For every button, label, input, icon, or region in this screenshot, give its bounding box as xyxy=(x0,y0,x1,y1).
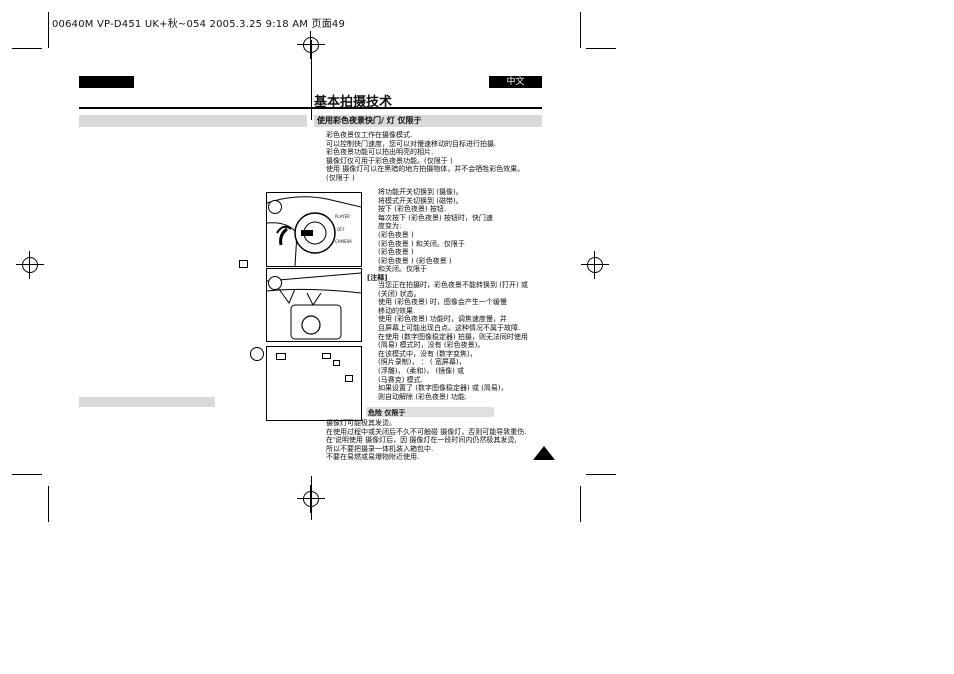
button-illustration xyxy=(266,268,362,342)
step-line: 将模式开关切换到 (磁带)。 xyxy=(378,196,463,205)
note-line: 在使用 (数字图像稳定器) 拍摄，则无法同时使用 xyxy=(378,332,528,341)
danger-text: 摄像灯可能极其发烫。 在使用过程中或关闭后不久不可触碰 摄像灯，否则可能导致重伤… xyxy=(326,419,526,462)
step-line: 按下 (彩色夜景) 按钮. xyxy=(378,205,447,214)
section-title: 使用彩色夜景快门/ 灯 仅限于 xyxy=(317,116,422,125)
mode-dial-illustration: PLAYER OFF CAMERA xyxy=(266,192,362,267)
nite-glyph xyxy=(239,260,248,268)
note-line: 如果设置了 (数字图像稳定器) 或 (简易)， xyxy=(378,384,508,393)
print-header: 00640M VP-D451 UK+秋~054 2005.3.25 9:18 A… xyxy=(52,19,346,30)
battery-icon xyxy=(322,353,331,359)
button-press-drawing xyxy=(267,272,361,340)
danger-line: 摄像灯可能极其发烫。 xyxy=(326,419,396,427)
page-number-triangle xyxy=(533,446,555,460)
note-line: 当您正在拍摄时，彩色夜景不能转换到 (打开) 或 xyxy=(378,281,528,289)
danger-heading: 危险 仅限于 xyxy=(368,409,406,417)
step-line: (彩色夜景 ) (彩色夜景 ) xyxy=(378,256,452,265)
camcorder-dial-drawing xyxy=(267,196,361,266)
note-line: 使用 (彩色夜景) 功能时，调焦速度慢，并 xyxy=(378,315,507,324)
step-line: 将功能开关切换到 (摄像)。 xyxy=(378,188,463,196)
intro-text: 彩色夜景仅工作在摄像模式. 可以控制快门速度，您可以对慢速移动的目标进行拍摄. … xyxy=(326,131,524,183)
intro-line: 可以控制快门速度，您可以对慢速移动的目标进行拍摄. xyxy=(326,139,497,148)
step-line: 和关闭。仅限于 xyxy=(378,265,427,274)
registration-mark xyxy=(16,251,44,279)
note-line: (关闭) 状态。 xyxy=(378,289,421,298)
crop-mark xyxy=(12,48,42,49)
center-fold-line xyxy=(311,40,312,120)
language-tab: 中文 xyxy=(489,76,542,88)
note-line: 且屏幕上可能出现白点。这种情况不属于故障. xyxy=(378,323,521,332)
danger-line: 在使用过程中或关闭后不久不可触碰 摄像灯，否则可能导致重伤. xyxy=(326,427,527,436)
crop-mark xyxy=(580,12,581,48)
crop-mark xyxy=(12,474,42,475)
step-1-circle xyxy=(268,200,282,214)
left-sub-bar xyxy=(79,397,215,407)
step-line: 每次按下 (彩色夜景) 按钮时，快门速 xyxy=(378,213,493,222)
step-3-circle xyxy=(250,347,264,361)
step-line: 度变为: xyxy=(378,222,402,231)
step-2-circle xyxy=(268,276,282,290)
nite-glyph xyxy=(345,375,353,382)
counter-icon xyxy=(333,360,340,366)
left-section-bar xyxy=(79,115,307,127)
note-line: 使用 (彩色夜景) 时，图像会产生一个缓慢 xyxy=(378,298,507,307)
notes-heading: [注释] xyxy=(367,274,388,282)
danger-line: 不要在易燃或易爆物附近使用. xyxy=(326,453,420,462)
note-line: (浮雕)， (柔和)， (镜像) 或 xyxy=(378,366,465,375)
registration-mark xyxy=(581,251,609,279)
tape-icon xyxy=(276,353,286,360)
registration-mark xyxy=(297,485,325,513)
step-line: (彩色夜景 ) 和关闭。仅限于 xyxy=(378,239,465,248)
title-rule xyxy=(79,107,542,109)
page-title: 基本拍摄技术 xyxy=(314,95,393,110)
registration-mark xyxy=(297,31,325,59)
note-line: 在该模式中，没有 (数字变焦)， xyxy=(378,349,477,358)
intro-line: 摄像灯仅可用于彩色夜景功能。(仅限于 ) xyxy=(326,156,453,165)
right-section-bar xyxy=(314,115,542,127)
danger-line: 在'说明使用 摄像灯后，因 摄像灯在一段时间内仍然极其发烫, xyxy=(326,436,517,445)
english-tab xyxy=(79,76,134,88)
crop-mark xyxy=(48,12,49,48)
intro-line: 彩色夜景仅工作在摄像模式. xyxy=(326,131,413,139)
intro-line: 使用 摄像灯可以在黑暗的地方拍摄物体，并不会牺牲彩色效果。 xyxy=(326,165,525,174)
intro-line: 彩色夜景功能可以拍出明亮的相片. xyxy=(326,148,434,157)
note-line: (简易) 模式时，没有 (彩色夜景)。 xyxy=(378,341,485,350)
note-line: 移动的效果. xyxy=(378,306,416,315)
dial-label-off: OFF xyxy=(337,227,345,232)
dial-label-player: PLAYER xyxy=(335,214,350,219)
steps-text: 将功能开关切换到 (摄像)。 将模式开关切换到 (磁带)。 按下 (彩色夜景) … xyxy=(378,188,493,274)
danger-bar xyxy=(366,407,494,417)
dial-label-camera: CAMERA xyxy=(335,239,352,244)
crop-mark xyxy=(586,48,616,49)
note-line: (马赛克) 模式. xyxy=(378,375,423,384)
intro-line: (仅限于 ) xyxy=(326,173,355,182)
crop-mark xyxy=(580,486,581,522)
screen-display-illustration xyxy=(266,346,362,421)
danger-line: 所以不要把摄录一体机装入箱包中. xyxy=(326,444,434,453)
step-line: (彩色夜景 ) xyxy=(378,230,414,239)
note-line: (照片录制)， ： ( 宽屏幕)， xyxy=(378,358,466,367)
notes-text: 当您正在拍摄时，彩色夜景不能转换到 (打开) 或 (关闭) 状态。 使用 (彩色… xyxy=(378,281,528,401)
step-line: (彩色夜景 ) xyxy=(378,248,414,257)
crop-mark xyxy=(586,474,616,475)
crop-mark xyxy=(48,486,49,522)
note-line: 则自动解除 (彩色夜景) 功能. xyxy=(378,392,468,401)
